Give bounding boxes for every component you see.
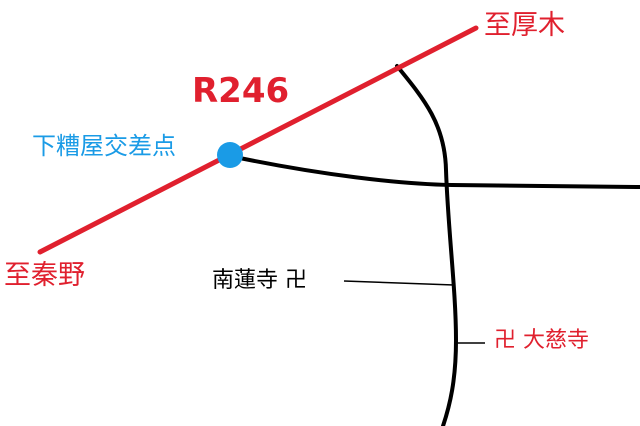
intersection-label: 下糟屋交差点 — [32, 132, 176, 160]
direction-atsugi-label: 至厚木 — [484, 10, 565, 41]
nanrenji-leader — [343, 280, 455, 286]
route-label: R246 — [192, 71, 290, 111]
south-road — [395, 64, 459, 426]
east-road — [228, 154, 640, 189]
north-branch — [395, 64, 448, 177]
temple-daijiji-label: 卍 大慈寺 — [494, 328, 589, 353]
intersection-marker — [217, 142, 243, 168]
temple-nanrenji-label: 南蓮寺 卍 — [212, 268, 307, 293]
route-246-line — [37, 25, 479, 255]
direction-hadano-label: 至秦野 — [4, 260, 85, 291]
